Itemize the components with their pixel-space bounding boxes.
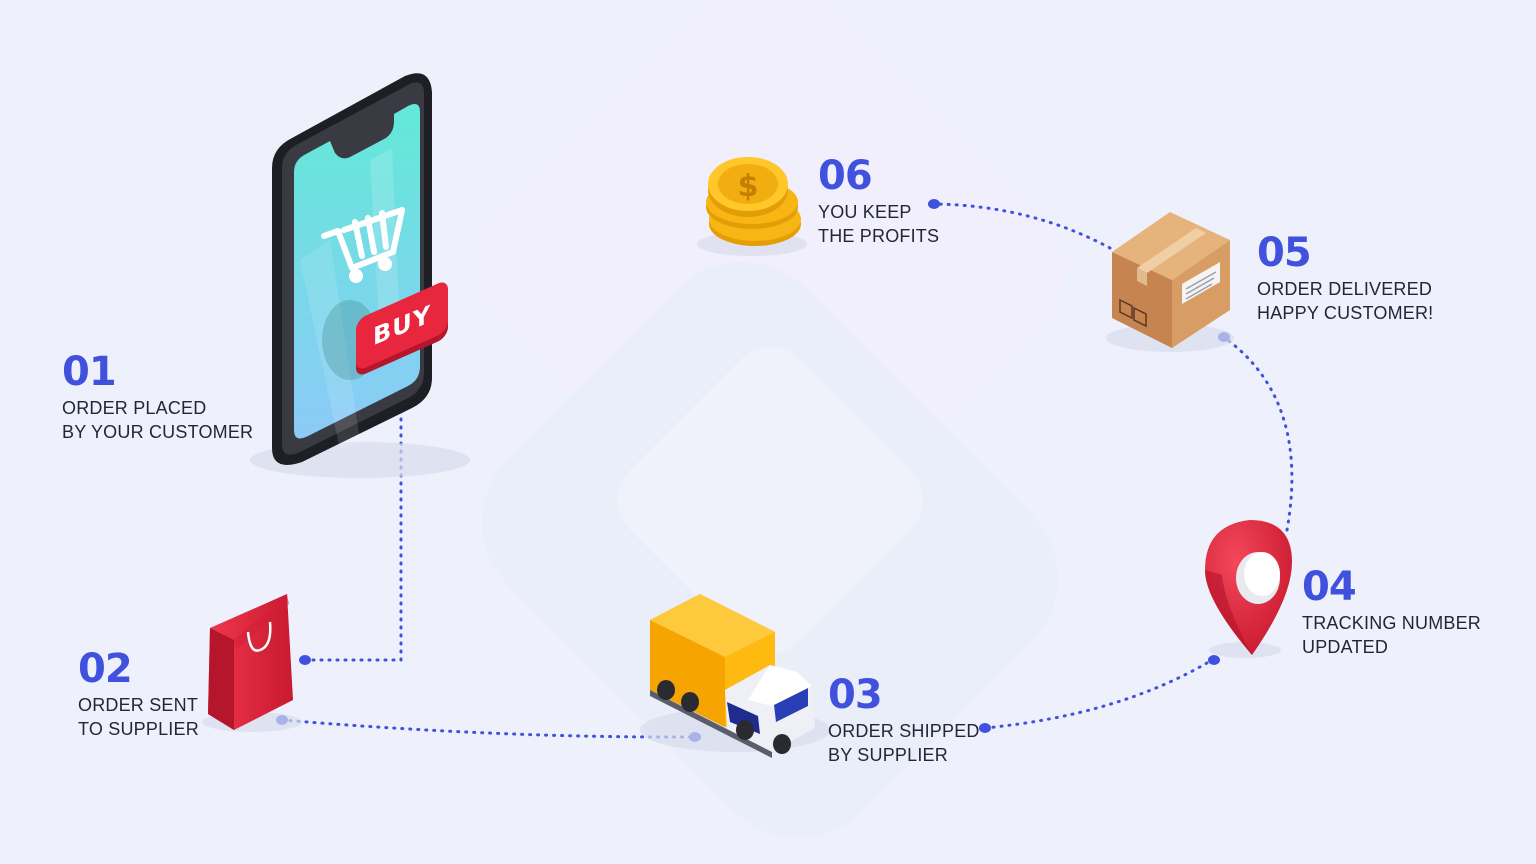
- step-line: THE PROFITS: [818, 226, 940, 246]
- step-line: TRACKING NUMBER: [1302, 613, 1482, 633]
- step-description: ORDER SENT TO SUPPLIER: [78, 693, 199, 741]
- connector-dot: [979, 723, 991, 733]
- connector-03-04: [983, 658, 1214, 730]
- step-number: 02: [78, 646, 133, 692]
- step-description: YOU KEEP THE PROFITS: [818, 200, 939, 248]
- step-line: UPDATED: [1302, 637, 1389, 657]
- connector-04-05: [1223, 336, 1294, 532]
- delivery-truck-icon: [640, 594, 830, 758]
- step-line: YOU KEEP: [818, 202, 912, 222]
- connector-dot: [928, 199, 940, 209]
- step-number: 03: [828, 672, 883, 718]
- step-number: 04: [1302, 564, 1357, 610]
- connector-02-03: [280, 718, 697, 739]
- step-number: 05: [1257, 230, 1312, 276]
- step-05: 05 ORDER DELIVERED HAPPY CUSTOMER!: [1257, 233, 1433, 325]
- step-line: TO SUPPLIER: [78, 719, 199, 739]
- shopping-bag-icon: [202, 594, 302, 732]
- cardboard-box-icon: [1106, 212, 1234, 352]
- connector-dot: [299, 655, 311, 665]
- step-line: ORDER DELIVERED: [1257, 279, 1433, 299]
- coin-stack-icon: $: [697, 157, 807, 256]
- connector-01-02: [303, 393, 403, 662]
- step-06: 06 YOU KEEP THE PROFITS: [818, 156, 939, 248]
- step-04: 04 TRACKING NUMBER UPDATED: [1302, 567, 1481, 659]
- step-description: ORDER PLACED BY YOUR CUSTOMER: [62, 396, 253, 444]
- connector-05-06: [931, 202, 1112, 250]
- step-line: BY YOUR CUSTOMER: [62, 422, 254, 442]
- location-pin-icon: [1205, 520, 1292, 658]
- cart-icon: [321, 207, 405, 283]
- step-description: ORDER SHIPPED BY SUPPLIER: [828, 719, 980, 767]
- step-03: 03 ORDER SHIPPED BY SUPPLIER: [828, 675, 980, 767]
- connector-dot: [1208, 655, 1220, 665]
- step-line: ORDER PLACED: [62, 398, 207, 418]
- step-line: ORDER SHIPPED: [828, 721, 980, 741]
- step-number: 01: [62, 349, 117, 395]
- step-line: HAPPY CUSTOMER!: [1257, 303, 1434, 323]
- step-number: 06: [818, 153, 873, 199]
- step-line: ORDER SENT: [78, 695, 199, 715]
- step-line: BY SUPPLIER: [828, 745, 948, 765]
- svg-text:$: $: [738, 169, 759, 204]
- step-02: 02 ORDER SENT TO SUPPLIER: [78, 649, 199, 741]
- step-01: 01 ORDER PLACED BY YOUR CUSTOMER: [62, 352, 253, 444]
- step-description: ORDER DELIVERED HAPPY CUSTOMER!: [1257, 277, 1433, 325]
- step-description: TRACKING NUMBER UPDATED: [1302, 611, 1481, 659]
